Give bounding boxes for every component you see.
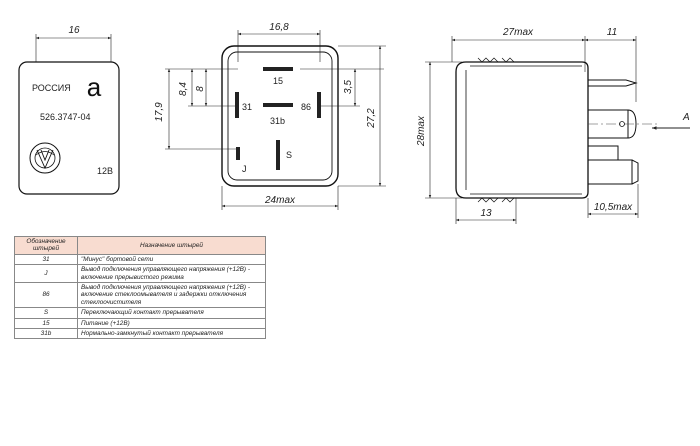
pin-31b-blade <box>263 103 293 107</box>
part-number-label: 526.3747-04 <box>40 112 91 122</box>
pin-j-label: J <box>242 164 247 174</box>
row-pin: 31 <box>14 253 78 266</box>
pin-j-blade <box>236 147 240 160</box>
side-pins <box>587 79 660 185</box>
table-row: 31 "Минус" бортовой сети <box>14 253 266 266</box>
vaz-emblem-icon <box>29 142 61 174</box>
side-length-dim: 27max <box>502 27 534 38</box>
header-pin: Обозначение штырей <box>14 236 78 255</box>
row-purpose: Питание (+12В) <box>77 317 266 330</box>
pin-left-dim: 17,9 <box>154 102 165 122</box>
voltage-label: 12В <box>97 166 113 176</box>
side-pin-length-dim: 11 <box>607 27 617 38</box>
row-pin: 15 <box>14 317 78 330</box>
row-pin: 31b <box>14 328 78 340</box>
table-header-row: Обозначение штырей Назначение штырей <box>14 236 266 255</box>
pin-s-blade <box>276 140 280 170</box>
pin-86-blade <box>317 92 321 118</box>
side-bottom-dim: 13 <box>480 208 492 219</box>
front-view: 16 РОССИЯ 526.3747-04 а 12В <box>18 25 120 195</box>
row-purpose: "Минус" бортовой сети <box>77 253 266 266</box>
table-row: 86 Вывод подключения управляющего напряж… <box>14 282 266 309</box>
brand-logo-letter: а <box>87 72 102 102</box>
side-height-dim: 28max <box>416 115 427 147</box>
pin-top-dim: 16,8 <box>269 22 289 33</box>
row-purpose: Вывод подключения управляющего напряжени… <box>77 282 266 309</box>
pin-housing-inner <box>227 51 333 181</box>
pin-assignment-table: Обозначение штырей Назначение штырей 31 … <box>14 236 266 340</box>
pin-15-blade <box>263 67 293 71</box>
pin-housing-outer <box>221 45 339 187</box>
pin-bottom-dim: 24max <box>264 195 296 206</box>
row-pin: S <box>14 307 78 319</box>
front-width-dim: 16 <box>68 25 80 36</box>
row-purpose: Нормально-замкнутый контакт прерывателя <box>77 328 266 340</box>
table-row: S Переключающий контакт прерывателя <box>14 307 266 319</box>
pin-31-blade <box>235 92 239 118</box>
pin-right-dim: 27,2 <box>366 108 377 129</box>
pin-31b-label: 31b <box>270 116 285 126</box>
pin-view: 16,8 17,9 8,4 8 3,5 27,2 <box>154 22 386 210</box>
header-purpose: Назначение штырей <box>77 236 266 255</box>
pin-86-label: 86 <box>301 102 311 112</box>
pin-31-label: 31 <box>242 102 252 112</box>
pin-15-label: 15 <box>273 76 283 86</box>
side-view: 27max 11 28max <box>416 27 690 224</box>
row-pin: 86 <box>14 282 78 309</box>
pin-dim-8: 8 <box>195 86 206 92</box>
row-purpose: Переключающий контакт прерывателя <box>77 307 266 319</box>
front-housing <box>18 61 120 195</box>
pin-dim-8-4: 8,4 <box>178 82 189 96</box>
row-pin: J <box>14 264 78 284</box>
pin-s-label: S <box>286 150 292 160</box>
table-row: J Вывод подключения управляющего напряже… <box>14 264 266 284</box>
side-housing <box>455 61 589 199</box>
view-arrow-label: А <box>682 112 690 123</box>
pin-dim-3-5: 3,5 <box>343 80 354 94</box>
side-pin-bottom-dim: 10,5max <box>594 202 633 213</box>
country-label: РОССИЯ <box>32 83 71 93</box>
row-purpose: Вывод подключения управляющего напряжени… <box>77 264 266 284</box>
table-row: 31b Нормально-замкнутый контакт прерыват… <box>14 328 266 340</box>
table-row: 15 Питание (+12В) <box>14 317 266 330</box>
